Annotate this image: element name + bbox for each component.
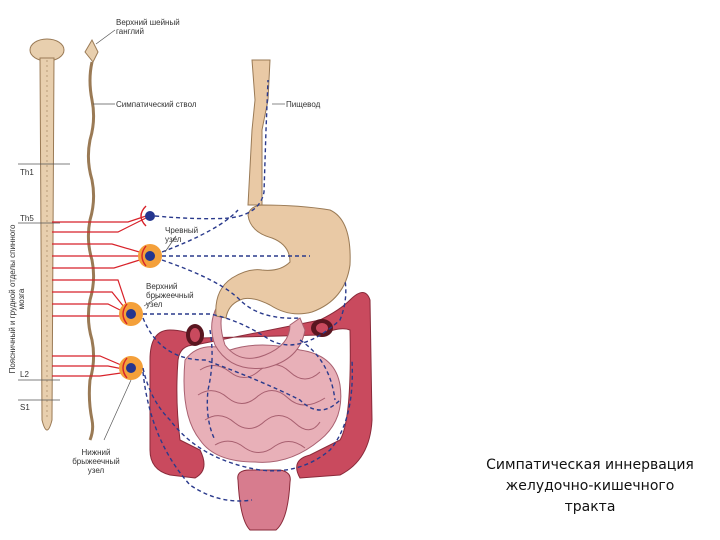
preganglionic-nerves	[52, 215, 147, 377]
rectum	[237, 469, 291, 531]
stomach	[215, 204, 351, 319]
celiac-upper-ganglion	[140, 205, 155, 227]
level-th5-label: Th5	[20, 214, 34, 223]
small-intestine	[183, 344, 342, 463]
caption-line-1: Симпатическая иннервация	[486, 457, 694, 473]
duodenum	[211, 294, 306, 370]
inferior-mesenteric-ganglion-label: Нижний брыжеечный узел	[72, 448, 120, 475]
caption-line-3: тракта	[564, 499, 616, 515]
sympathetic-trunk-label: Симпатический ствол	[116, 100, 197, 109]
level-s1-label: S1	[20, 403, 30, 412]
large-intestine	[149, 292, 373, 479]
superior-mesenteric-ganglion	[119, 302, 143, 326]
celiac-ganglion	[138, 244, 162, 268]
esophagus	[247, 59, 271, 206]
spinal-segments-label: Поясничный и грудной отделы спинного моз…	[8, 224, 26, 374]
superior-mesenteric-ganglion-label: Верхний брыжеечный узел	[146, 282, 194, 309]
level-th1-label: Th1	[20, 168, 34, 177]
caption-line-2: желудочно-кишечного	[505, 478, 675, 494]
label-leaders	[93, 29, 285, 441]
postganglionic-fibers	[142, 79, 354, 502]
spinal-cord	[29, 38, 65, 431]
sympathetic-trunk	[84, 38, 99, 441]
esophagus-label: Пищевод	[286, 100, 321, 109]
celiac-ganglion-label: Чревный узел	[165, 226, 199, 244]
diagram-caption: Симпатическая иннервация желудочно-кишеч…	[470, 455, 710, 518]
level-l2-label: L2	[20, 370, 29, 379]
level-markers	[18, 163, 70, 401]
superior-cervical-ganglion-label: Верхний шейный ганглий	[116, 18, 180, 36]
inferior-mesenteric-ganglion	[119, 356, 143, 380]
